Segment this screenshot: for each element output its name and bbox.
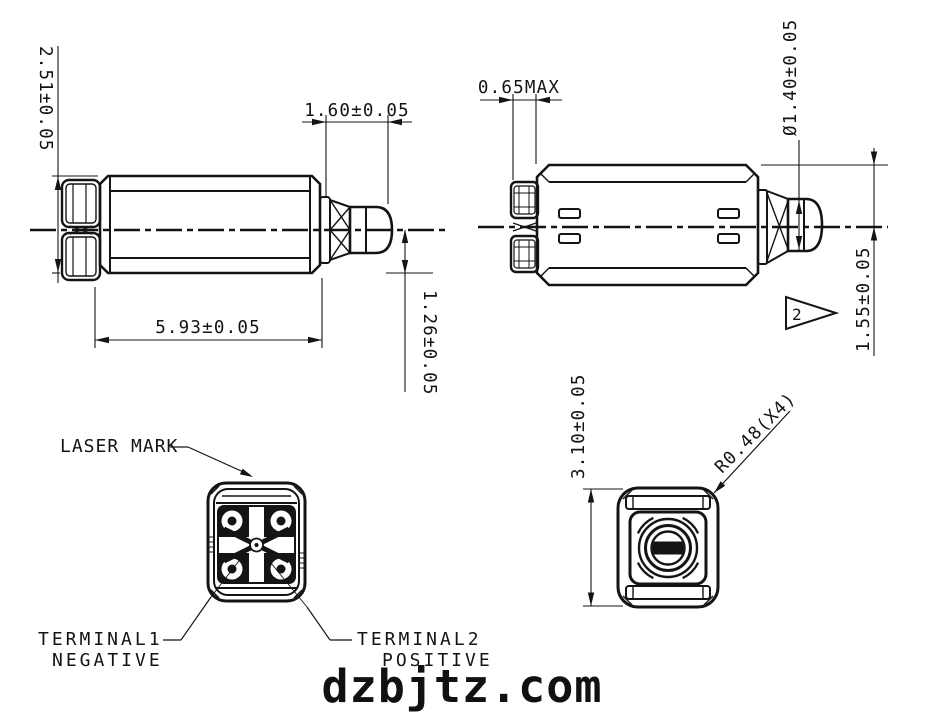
housing-outline <box>616 486 720 609</box>
watermark-text: dzbjtz.com <box>322 660 603 713</box>
dim-text-axis-to-top: 1.55±0.05 <box>854 246 874 352</box>
dim-body-length: 5.93±0.05 <box>94 278 323 348</box>
bearing-housing <box>628 510 708 586</box>
arrowhead <box>714 481 726 493</box>
dim-axis-to-top: 1.55±0.05 <box>761 148 888 356</box>
finish-triangle-icon <box>785 295 840 331</box>
scale-ticks <box>209 536 304 569</box>
vent-slot <box>717 233 740 244</box>
vent-slot <box>558 208 581 219</box>
surface-finish-symbol: 2 <box>785 295 840 331</box>
dim-text-shaft-diameter: Ø1.40±0.05 <box>781 19 801 136</box>
shaft-assembly <box>757 189 824 265</box>
dim-terminal-thickness: 0.65MAX <box>478 78 562 180</box>
arrowhead <box>536 96 550 104</box>
dim-text-body-height: 2.51±0.05 <box>35 46 55 152</box>
shaft-assembly <box>319 196 394 264</box>
dim-text-axis-to-bottom: 1.26±0.05 <box>419 290 439 396</box>
motor-body <box>535 163 760 287</box>
arrowhead <box>795 200 803 214</box>
arrowhead <box>239 468 253 477</box>
dim-text-body-length: 5.93±0.05 <box>155 318 261 338</box>
dim-text-shaft-length: 1.60±0.05 <box>304 101 410 121</box>
dim-axis-to-bottom: 1.26±0.05 <box>386 229 439 396</box>
terminal2-polarity-label: POSITIVE <box>382 650 493 671</box>
terminal2-callout: TERMINAL2 POSITIVE <box>265 556 493 671</box>
arrowhead <box>870 151 878 165</box>
laser-mark-callout: LASER MARK <box>60 436 253 477</box>
dim-shaft-length: 1.60±0.05 <box>302 101 412 204</box>
finish-grade-text: 2 <box>792 305 802 324</box>
arrowhead <box>870 227 878 241</box>
arrowhead <box>499 96 513 104</box>
side-view: 2.51±0.05 1.60±0.05 5.93±0.05 1.26±0.05 <box>30 46 445 396</box>
arrowhead <box>95 336 109 344</box>
shaft-flat-slot <box>652 541 684 555</box>
front-end-view: 3.10±0.05 R0.48(X4) <box>569 373 800 609</box>
terminal1-polarity-label: NEGATIVE <box>52 650 163 671</box>
arrowhead <box>401 260 409 274</box>
vent-slot <box>558 233 581 244</box>
arrowhead <box>308 336 322 344</box>
dim-housing-height: 3.10±0.05 <box>569 373 623 607</box>
arrowhead <box>54 176 62 190</box>
laser-mark-label: LASER MARK <box>60 436 178 457</box>
terminal1-callout: TERMINAL1 NEGATIVE <box>38 552 246 671</box>
top-view: 0.65MAX Ø1.40±0.05 1.55±0.05 2 <box>478 19 888 356</box>
shaft-face <box>650 530 686 566</box>
dim-body-height: 2.51±0.05 <box>35 46 98 283</box>
back-end-view: LASER MARK TERMINAL1 NEGATIVE TERMINAL2 … <box>38 436 493 671</box>
terminal1-label: TERMINAL1 <box>38 629 163 650</box>
arrowhead <box>388 118 402 126</box>
arrowhead <box>795 236 803 250</box>
arrowhead <box>54 259 62 273</box>
dim-text-corner-radius: R0.48(X4) <box>711 389 800 478</box>
arrowhead <box>312 118 326 126</box>
corner-radius-callout: R0.48(X4) <box>711 389 800 494</box>
vent-slot <box>717 208 740 219</box>
arrowhead <box>587 592 595 606</box>
arrowhead <box>401 229 409 243</box>
motor-body <box>98 174 322 275</box>
dim-shaft-diameter: Ø1.40±0.05 <box>781 19 803 250</box>
terminal-face-pattern <box>209 505 304 584</box>
housing-outline <box>206 481 307 603</box>
dim-text-terminal-thickness: 0.65MAX <box>478 78 560 98</box>
terminal2-label: TERMINAL2 <box>357 629 482 650</box>
arrowhead <box>587 489 595 503</box>
dim-text-housing-height: 3.10±0.05 <box>569 373 589 479</box>
